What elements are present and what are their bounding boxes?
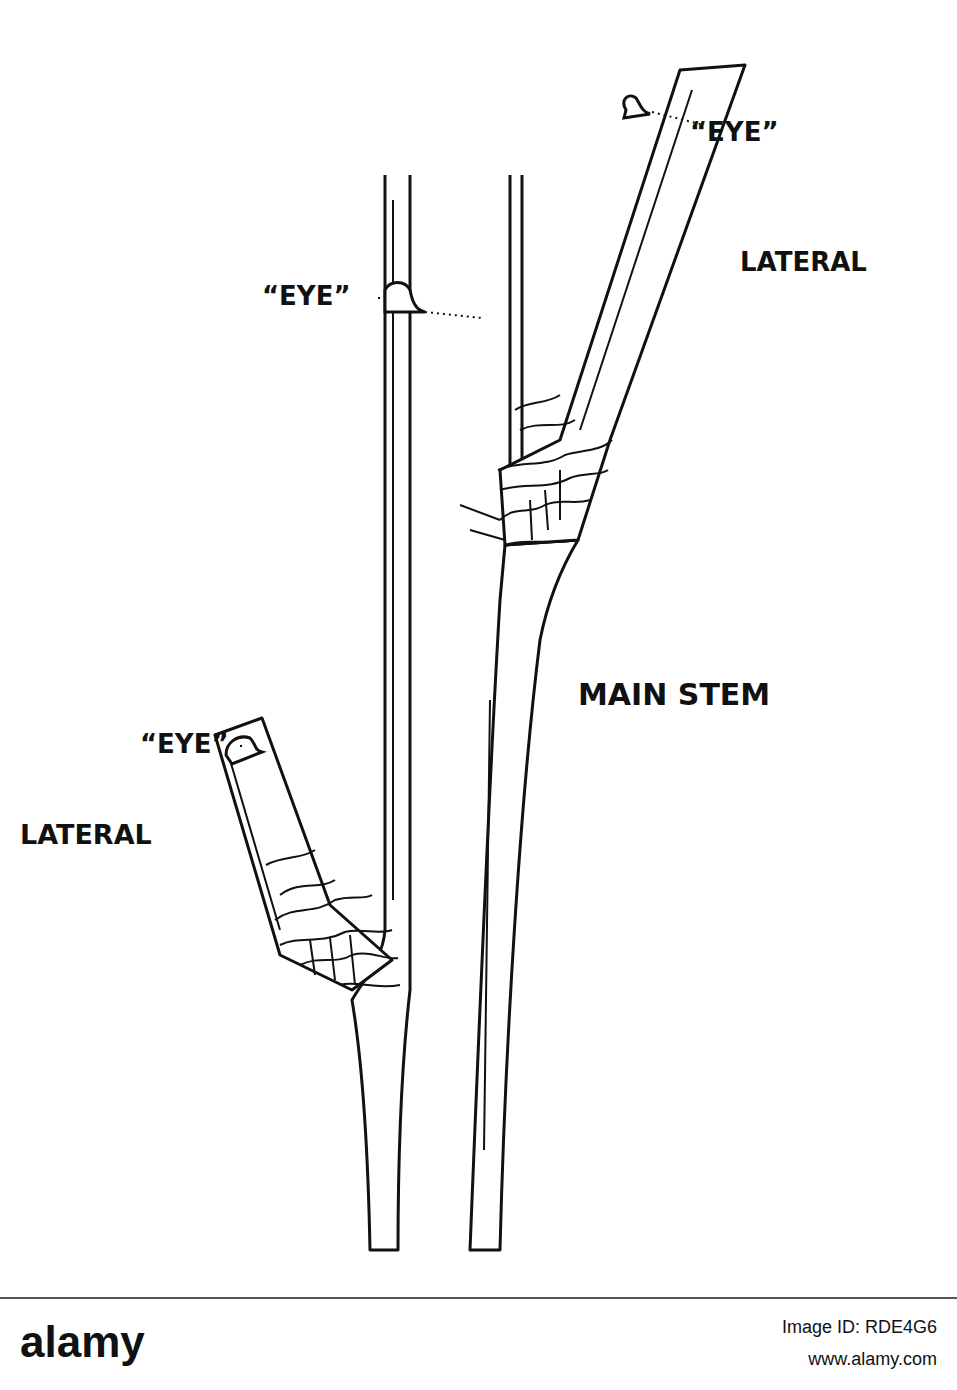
watermark-logo: alamy	[20, 1318, 145, 1366]
lateral-label: LATERAL	[20, 820, 152, 850]
eye-label: “EYE”	[690, 118, 779, 147]
main-stem-label: MAIN STEM	[578, 678, 770, 711]
eye-label: “EYE”	[140, 730, 229, 759]
watermark-id: Image ID: RDE4G6	[782, 1318, 937, 1338]
watermark-url: www.alamy.com	[808, 1350, 937, 1370]
eye-label: “EYE”	[262, 282, 351, 311]
lateral-label: LATERAL	[740, 248, 867, 277]
